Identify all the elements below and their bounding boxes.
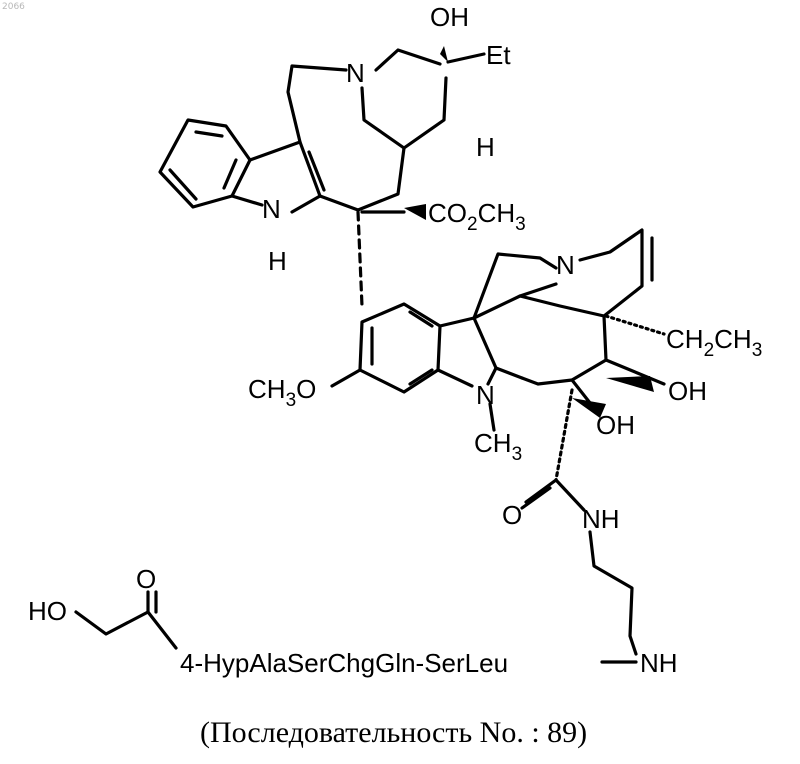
oh-mid-label: OH [596, 410, 635, 440]
atom-labels: OH Et N H N H CO2CH3 N CH2CH3 CH3O N CH3… [28, 2, 762, 678]
watermark: 2066 [2, 2, 25, 12]
nh-indole-h-label: H [268, 246, 287, 276]
oh-top-label: OH [430, 2, 469, 32]
et-label: Et [486, 40, 511, 70]
o-amide-label: O [502, 500, 522, 530]
h-stereo-label: H [476, 132, 495, 162]
ethyl-label: CH2CH3 [666, 324, 762, 361]
stereo-wedges [404, 46, 654, 418]
peptide-sequence: 4-HypAlaSerChgGln-SerLeu [180, 648, 508, 678]
nh-amide-label: NH [582, 504, 620, 534]
n-right-label: N [556, 250, 575, 280]
n-methyl-label: CH3 [474, 428, 522, 465]
o-keto-label: O [136, 564, 156, 594]
n-top-label: N [346, 58, 365, 88]
nh-bottom-label: NH [640, 648, 678, 678]
figure-caption: (Последовательность No. : 89) [200, 716, 587, 749]
nh-indole-n-label: N [262, 194, 281, 224]
oh-right-label: OH [668, 376, 707, 406]
co2ch3-label: CO2CH3 [428, 198, 526, 235]
methoxy-label: CH3O [248, 374, 316, 411]
n-mid-label: N [476, 380, 495, 410]
ho-left-label: HO [28, 596, 67, 626]
bond-lines [76, 50, 664, 662]
